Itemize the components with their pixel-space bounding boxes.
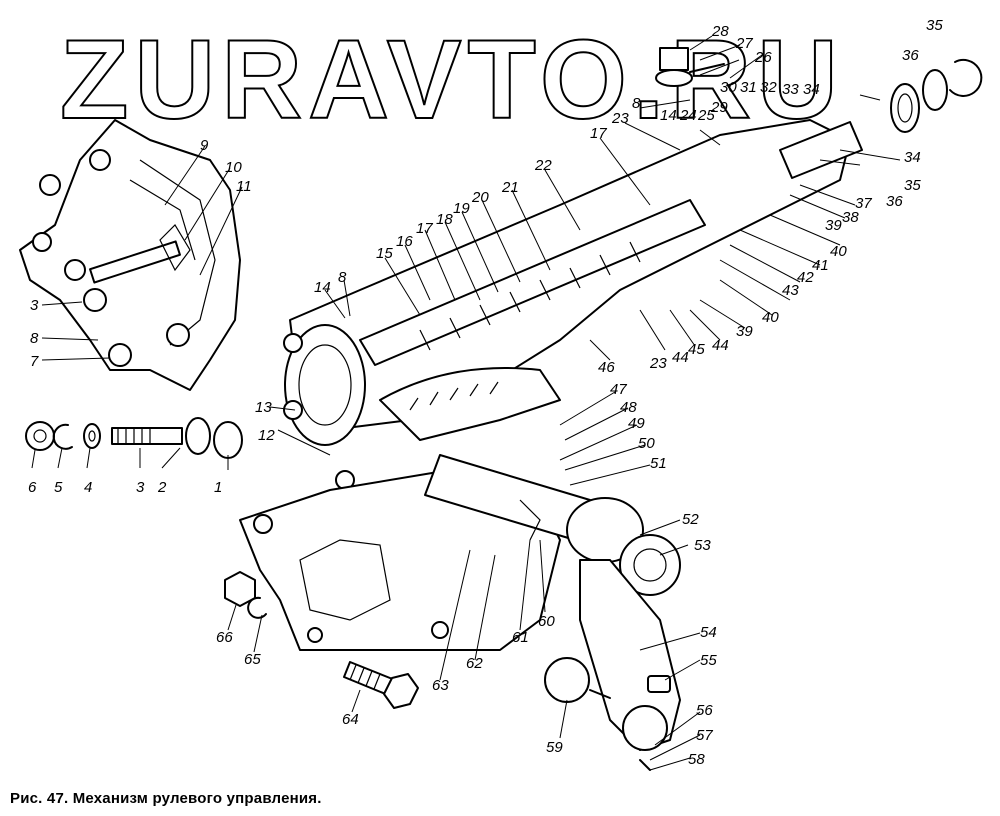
- callout: 48: [620, 399, 637, 416]
- callout: 43: [782, 282, 799, 299]
- callout: 54: [700, 624, 717, 641]
- callout: 8: [632, 95, 641, 112]
- callout: 49: [628, 415, 645, 432]
- adjuster-inset: [19, 119, 241, 391]
- callout: 55: [700, 652, 717, 669]
- callout: 23: [611, 110, 629, 127]
- callout-labels: 1 2 3 4 5 6 3 8 7 9 10 11 12 13 14 8 15 …: [28, 17, 943, 768]
- callout: 27: [735, 35, 753, 52]
- callout: 39: [736, 323, 753, 340]
- callout: 25: [697, 107, 715, 124]
- callout: 28: [711, 23, 729, 40]
- steering-housing: [239, 47, 983, 651]
- callout: 7: [30, 353, 39, 370]
- callout: 17: [416, 220, 433, 237]
- callout: 63: [432, 677, 449, 694]
- callout: 34: [904, 149, 921, 166]
- callout: 59: [546, 739, 563, 756]
- callout: 56: [696, 702, 713, 719]
- adjuster-parts: [25, 417, 243, 459]
- steering-mechanism-drawing: ZURAVTO.RU: [19, 16, 983, 771]
- callout: 6: [28, 479, 37, 496]
- callout: 60: [538, 613, 555, 630]
- callout: 19: [453, 200, 470, 217]
- callout: 40: [762, 309, 779, 326]
- callout: 62: [466, 655, 483, 672]
- callout: 8: [338, 269, 347, 286]
- callout: 33: [782, 81, 799, 98]
- callout: 3: [30, 297, 39, 314]
- svg-text:ZURAVTO.RU: ZURAVTO.RU: [60, 17, 844, 142]
- callout: 66: [216, 629, 233, 646]
- callout: 36: [902, 47, 919, 64]
- callout: 47: [610, 381, 627, 398]
- callout: 44: [712, 337, 729, 354]
- callout: 34: [803, 81, 820, 98]
- callout: 1: [214, 479, 222, 496]
- callout: 61: [512, 629, 529, 646]
- callout: 44: [672, 349, 689, 366]
- callout: 64: [342, 711, 359, 728]
- callout: 58: [688, 751, 705, 768]
- callout: 37: [855, 195, 872, 212]
- callout: 26: [754, 49, 772, 66]
- callout: 18: [436, 211, 453, 228]
- pitman-arm: [544, 497, 681, 771]
- callout: 14: [314, 279, 331, 296]
- callout: 53: [694, 537, 711, 554]
- callout: 23: [649, 355, 667, 372]
- mounting-fasteners: [224, 571, 419, 709]
- figure-caption: Рис. 47. Механизм рулевого управления.: [10, 790, 322, 807]
- callout: 45: [688, 341, 705, 358]
- callout: 11: [236, 178, 252, 195]
- callout: 38: [842, 209, 859, 226]
- callout: 24: [679, 107, 697, 124]
- callout: 52: [682, 511, 699, 528]
- callout: 57: [696, 727, 713, 744]
- callout: 46: [598, 359, 615, 376]
- callout: 13: [255, 399, 272, 416]
- callout: 3: [136, 479, 145, 496]
- callout: 14: [660, 107, 677, 124]
- callout: 21: [501, 179, 519, 196]
- callout: 35: [926, 17, 943, 34]
- callout: 15: [376, 245, 393, 262]
- callout: 12: [258, 427, 275, 444]
- watermark-logo: ZURAVTO.RU: [59, 16, 844, 143]
- callout: 10: [225, 159, 242, 176]
- callout: 2: [157, 479, 167, 496]
- callout: 8: [30, 330, 39, 347]
- callout: 22: [534, 157, 552, 174]
- callout: 32: [760, 79, 777, 96]
- callout: 51: [650, 455, 667, 472]
- callout: 30: [720, 79, 737, 96]
- callout: 29: [710, 99, 728, 116]
- callout: 31: [740, 79, 757, 96]
- callout: 41: [812, 257, 829, 274]
- callout: 4: [84, 479, 92, 496]
- callout: 20: [471, 189, 489, 206]
- callout: 9: [200, 137, 209, 154]
- callout: 16: [396, 233, 413, 250]
- callout: 65: [244, 651, 261, 668]
- callout: 35: [904, 177, 921, 194]
- leader-lines: [31, 35, 901, 771]
- callout: 39: [825, 217, 842, 234]
- callout: 50: [638, 435, 655, 452]
- callout: 17: [590, 125, 607, 142]
- callout: 42: [797, 269, 814, 286]
- callout: 36: [886, 193, 903, 210]
- callout: 5: [54, 479, 63, 496]
- callout: 40: [830, 243, 847, 260]
